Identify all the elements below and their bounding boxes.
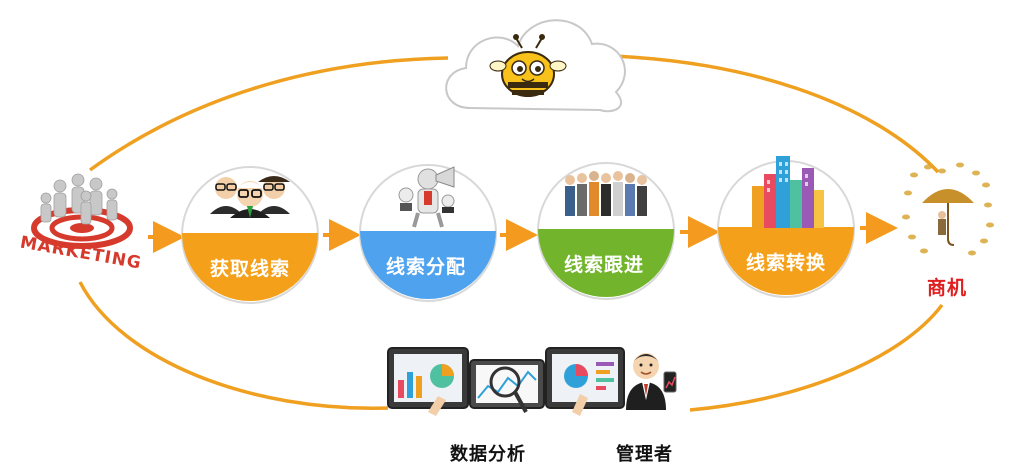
stage-circle-1 bbox=[181, 166, 319, 304]
stage-label-4: 线索转换 bbox=[745, 252, 826, 274]
stage-circle-fill-1 bbox=[182, 233, 318, 301]
stage-label-3: 线索跟进 bbox=[563, 254, 644, 276]
cycle-arc-top-left bbox=[88, 56, 449, 172]
target-people-icon bbox=[31, 173, 133, 249]
cycle-arc-bottom-right bbox=[689, 303, 944, 412]
cycle-arc-top-right bbox=[607, 54, 940, 174]
stage-circle-3 bbox=[537, 162, 675, 300]
crowd-people-icon bbox=[565, 171, 647, 216]
business-team-icon bbox=[210, 176, 290, 218]
cloud-bee-mascot-icon bbox=[445, 19, 626, 113]
dashboard-screens-icon bbox=[387, 347, 625, 416]
megaphone-robot-icon bbox=[398, 166, 455, 228]
analysis-label: 数据分析 bbox=[450, 444, 526, 465]
stage-circle-fill-3 bbox=[538, 229, 674, 297]
outcome-label: 商机 bbox=[927, 277, 968, 299]
cycle-arc-bottom-left bbox=[78, 281, 389, 410]
money-umbrella-icon bbox=[902, 162, 994, 256]
stage-label-1: 获取线索 bbox=[209, 258, 290, 280]
stage-label-2: 线索分配 bbox=[385, 256, 466, 278]
stage-circle-fill-4 bbox=[718, 227, 854, 295]
stage-circle-fill-2 bbox=[360, 231, 496, 299]
stage-circle-2 bbox=[359, 164, 497, 302]
city-buildings-icon bbox=[752, 156, 824, 228]
manager-label: 管理者 bbox=[616, 444, 673, 465]
businessman-tablet-icon bbox=[626, 353, 677, 410]
